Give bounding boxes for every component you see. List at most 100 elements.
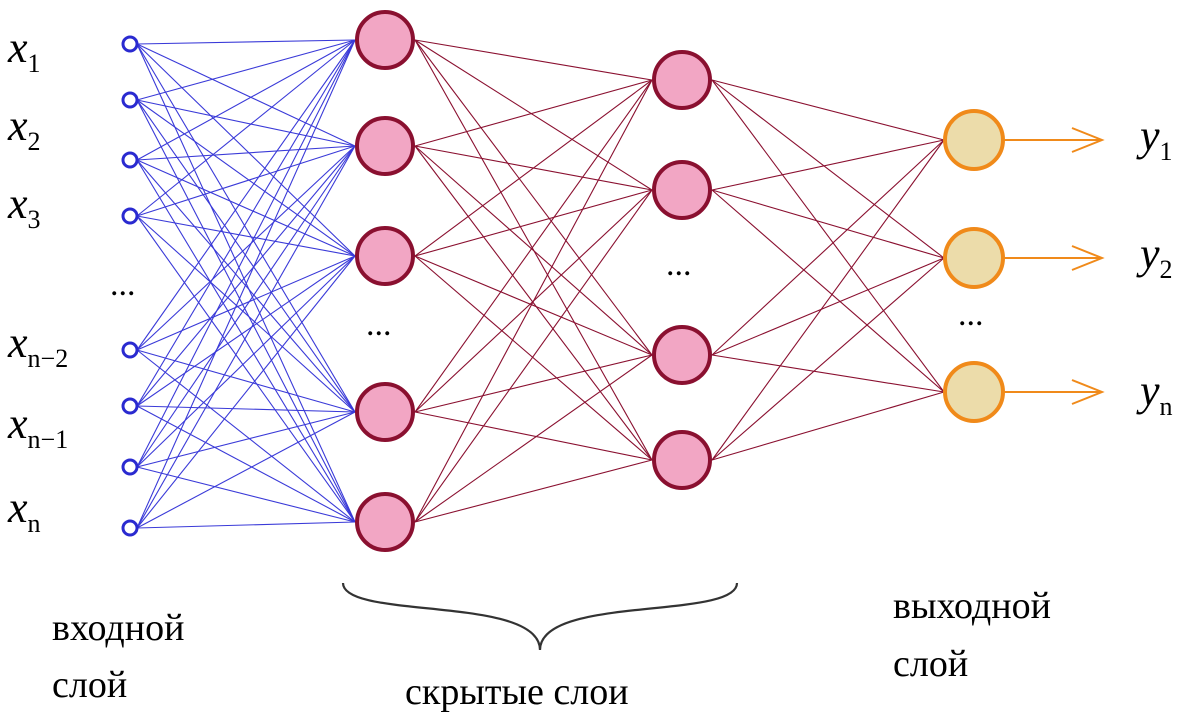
output-edge [711,139,945,461]
arrowhead-icon [1071,127,1105,153]
input-edge [136,145,356,529]
hidden-node [652,430,712,490]
input-edge [136,255,356,407]
hidden-node [355,492,415,552]
hidden-node [355,10,415,70]
input-edge [136,411,356,529]
input-edge [136,255,356,468]
input-node [121,397,139,415]
ellipsis: ... [110,266,136,303]
input-label: xn−2 [7,318,68,373]
hidden-edge [414,189,653,523]
input-edge [136,39,356,351]
input-edge [136,349,356,413]
output-edge [711,189,945,393]
input-edge [136,159,356,413]
hidden-edge [414,145,653,356]
output-edge [711,139,945,191]
input-edge [136,43,356,413]
input-edge [136,466,356,523]
input-node [121,207,139,225]
hidden-node [355,226,415,286]
hidden-node [652,50,712,110]
input-edge [136,99,356,413]
input-edge [136,43,356,147]
ellipsis: ... [958,296,984,333]
output-node [943,109,1005,171]
input-edge [136,159,356,523]
input-edge [136,39,356,161]
input-edge [136,99,356,523]
hidden-edge [414,411,653,461]
ellipsis: ... [366,306,392,343]
hidden-edge [414,39,653,356]
input-node [121,35,139,53]
input-label: x1 [7,23,41,78]
input-edge [136,39,356,529]
input-edge [136,145,356,351]
input-edge [136,521,356,529]
input-edge [136,39,356,407]
input-edge [136,145,356,161]
input-edge [136,99,356,257]
input-node [121,519,139,537]
output-node [943,361,1005,423]
input-label: xn−1 [7,399,68,454]
input-edge [136,43,356,257]
input-edge [136,145,356,407]
output-edge [711,391,945,461]
output-edge [711,257,945,461]
input-edge [136,215,356,413]
hidden-edge [414,459,653,523]
hidden-node [652,160,712,220]
input-label: x2 [7,101,41,156]
input-node [121,458,139,476]
connection-lines [136,39,1105,529]
input-node [121,151,139,169]
output-label: y2 [1136,229,1173,284]
input-edge [136,145,356,468]
hidden-edge [414,255,653,461]
input-edge [136,39,356,217]
hidden-edge [414,79,653,257]
arrowhead-icon [1071,245,1105,271]
output-edge [711,79,945,141]
hidden-edge [414,39,653,81]
output-edge [711,189,945,259]
ellipsis: ... [666,246,692,283]
input-edge [136,145,356,217]
input-edge [136,215,356,523]
hidden-edge [414,79,653,147]
input-layer-label: входной [52,607,184,649]
input-node [121,341,139,359]
network-nodes [121,10,1005,552]
output-edge [711,354,945,393]
input-edge [136,39,356,45]
hidden-edge [414,39,653,191]
input-label: x3 [7,179,41,234]
input-edge [136,405,356,523]
hidden-layers-brace [341,582,739,651]
output-label: yn [1136,366,1173,421]
hidden-edge [414,255,653,356]
hidden-layers-label: скрытые слои [405,671,629,713]
output-edge [711,257,945,356]
input-edge [136,159,356,257]
output-edge [711,139,945,356]
input-layer-label: слой [52,664,127,706]
input-edge [136,405,356,413]
output-layer-label: выходной [893,585,1051,627]
hidden-edge [414,354,653,523]
hidden-edge [414,145,653,461]
input-node [121,91,139,109]
hidden-node [355,116,415,176]
input-edge [136,39,356,468]
output-node [943,227,1005,289]
hidden-edge [414,354,653,413]
hidden-node [652,325,712,385]
input-edge [136,255,356,351]
input-edge [136,99,356,147]
output-edge [711,79,945,393]
hidden-edge [414,79,653,523]
